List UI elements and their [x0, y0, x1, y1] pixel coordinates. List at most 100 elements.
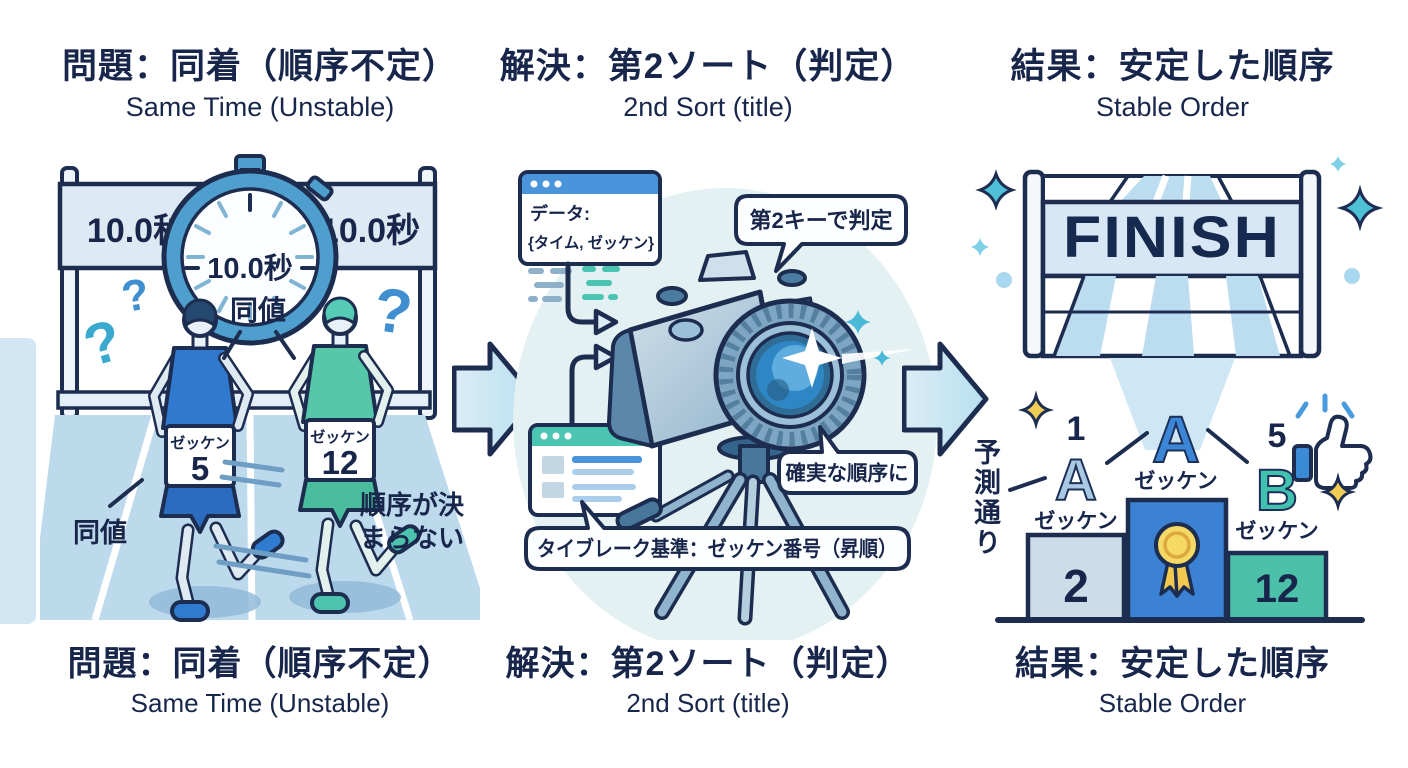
data-line2: {タイム, ゼッケン} — [528, 233, 654, 252]
dot-decoration — [1344, 268, 1360, 284]
bib-label: ゼッケン — [1134, 469, 1217, 493]
lens-ribs — [719, 304, 861, 446]
sparkle-icon — [975, 169, 1017, 211]
panel2-caption-en: 2nd Sort (title) — [626, 687, 790, 718]
bib-label: ゼッケン — [1034, 509, 1117, 533]
podium-block-left — [1025, 532, 1127, 623]
bubble-tiebreak: タイブレーク基準：ゼッケン番号（昇順） — [524, 500, 911, 571]
panel2-header: 解決：第2ソート（判定） 2nd Sort (title) — [488, 46, 928, 123]
bubble-second-key: 第2キーで判定 — [734, 194, 908, 273]
panel1-title-en: Same Time (Unstable) — [125, 92, 395, 122]
bib-label: ゼッケン — [1235, 519, 1318, 543]
question-mark-icon: ? — [118, 269, 153, 322]
window-dot — [554, 180, 562, 188]
track-fade — [1110, 358, 1235, 450]
bubble-second-key-text: 第2キーで判定 — [750, 208, 893, 233]
finish-text: FINISH — [1063, 205, 1281, 270]
connector-line — [569, 354, 599, 428]
data-line1: データ: — [530, 203, 590, 224]
panel2-caption: 解決：第2ソート（判定） 2nd Sort (title) — [488, 644, 928, 719]
handle-grip — [615, 497, 663, 532]
arrowhead-icon — [593, 343, 619, 371]
shorts — [159, 484, 241, 534]
window-dot — [540, 432, 548, 440]
runner-blue: ゼッケン 5 — [148, 298, 285, 622]
podium-number-right: 12 — [1255, 567, 1300, 611]
question-mark-icon: ? — [77, 307, 129, 379]
sparkle-icon — [971, 238, 989, 256]
callout-line — [274, 330, 296, 360]
prediction-label: 予測通り — [970, 438, 1000, 558]
panel3-caption-jp: 結果：安定した順序 — [1015, 645, 1330, 683]
sparkle-icon — [1017, 390, 1055, 430]
podium-letter-center: A — [1152, 402, 1200, 476]
panel2-caption-jp: 解決：第2ソート（判定） — [505, 645, 911, 683]
window-dot — [564, 432, 572, 440]
panel3-header: 結果：安定した順序 Stable Order — [955, 46, 1390, 123]
solution-scene: データ: {タイム, ゼッケン} — [513, 170, 937, 640]
shoe — [387, 524, 421, 555]
sparkle-icon — [1319, 472, 1357, 512]
bib-number: 12 — [322, 444, 359, 481]
question-mark-icon: ? — [369, 275, 416, 349]
flow-arrow-icon — [452, 341, 539, 457]
callout-line — [108, 478, 144, 508]
hair — [322, 296, 358, 325]
panel3-caption: 結果：安定した順序 Stable Order — [955, 644, 1390, 719]
panel2-title-en: 2nd Sort (title) — [623, 92, 793, 122]
callout-line — [1008, 476, 1047, 492]
bib-label: ゼッケン — [310, 428, 370, 446]
bubble-reliable-order: 確実な順序に — [777, 425, 918, 495]
dot-decoration — [996, 272, 1012, 288]
result-scene: FINISH 1 5 A A B ゼッケン ゼッケ — [971, 156, 1384, 623]
left-edge-decoration — [0, 338, 36, 624]
bib-label: ゼッケン — [170, 434, 230, 452]
runner-teal: ゼッケン 12 — [288, 296, 421, 614]
panel3-caption-en: Stable Order — [1098, 687, 1247, 718]
panel3-title-en: Stable Order — [1095, 92, 1250, 122]
branch-line — [1206, 428, 1249, 464]
panel2-title-jp: 解決：第2ソート（判定） — [499, 47, 917, 86]
thumbs-up-icon — [1292, 393, 1373, 490]
equal-label-bottom: 同値 — [73, 518, 127, 548]
data-window: データ: {タイム, ゼッケン} — [518, 170, 662, 266]
dial — [656, 286, 688, 306]
lane-line — [246, 414, 256, 621]
equal-label-top: 同値 — [230, 295, 286, 326]
shoe — [310, 592, 350, 614]
callout-line — [222, 330, 242, 360]
panel1-caption: 問題：同着（順序不定） Same Time (Unstable) — [40, 644, 480, 719]
lane-line — [91, 414, 159, 621]
podium-letter-right: B — [1256, 458, 1298, 523]
window-dot — [530, 180, 538, 188]
bubble-reliable-order-text: 確実な順序に — [786, 461, 909, 485]
rank-number-left: 1 — [1067, 410, 1086, 448]
bib-card — [304, 418, 376, 482]
panel1-header: 問題：同着（順序不定） Same Time (Unstable) — [40, 46, 480, 123]
podium-number-left: 2 — [1063, 560, 1089, 612]
equal-marks — [213, 459, 312, 579]
flash-star-icon — [782, 328, 842, 388]
medal-icon — [1154, 522, 1200, 598]
window-dot — [552, 432, 560, 440]
branch-line — [1105, 431, 1149, 465]
pentaprism — [698, 250, 756, 282]
panel1-title-jp: 問題：同着（順序不定） — [61, 47, 458, 86]
shoe — [170, 600, 210, 622]
problem-scene: 10.0秒 10.0秒 — [40, 154, 480, 622]
bubble-tiebreak-text: タイブレーク基準：ゼッケン番号（昇順） — [537, 537, 897, 561]
sparkle-icon — [873, 350, 891, 366]
podium-letter-left: A — [1055, 448, 1097, 513]
window-dot — [542, 180, 550, 188]
code-dashes — [528, 266, 620, 302]
panel1-caption-en: Same Time (Unstable) — [130, 687, 390, 718]
sparkle-icon — [1330, 156, 1346, 172]
connector-line — [565, 261, 599, 325]
bib-card — [164, 424, 236, 488]
panel1-caption-jp: 問題：同着（順序不定） — [67, 645, 453, 683]
camera-grip — [607, 328, 654, 448]
podium: 2 12 — [995, 497, 1365, 623]
arrowhead-icon — [593, 308, 619, 336]
window-titlebar — [522, 174, 658, 194]
